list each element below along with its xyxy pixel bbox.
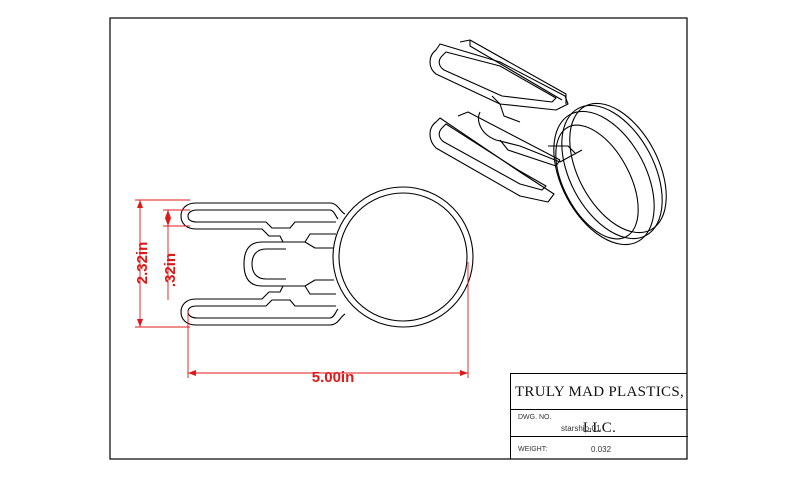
lower-nacelle-outer bbox=[180, 285, 346, 326]
sheet-border bbox=[109, 17, 688, 460]
upper-nacelle-inner bbox=[187, 209, 339, 229]
iso-upper-nacelle bbox=[429, 43, 569, 111]
dwg-no-label: DWG. NO. bbox=[518, 414, 552, 421]
neck-outer bbox=[243, 241, 283, 287]
dimensions bbox=[135, 199, 469, 378]
iso-lower-nacelle bbox=[429, 117, 555, 203]
neck-bridge bbox=[304, 241, 334, 287]
dim-overall-length: 5.00in bbox=[312, 369, 355, 386]
iso-neck bbox=[478, 111, 583, 163]
dim-overall-height: 2.32in bbox=[134, 242, 151, 285]
weight-label: WEIGHT: bbox=[518, 446, 548, 453]
dwg-no-value: starship-01 bbox=[561, 424, 601, 433]
upper-nacelle-outer bbox=[180, 202, 346, 243]
weight-row: WEIGHT: 0.032 bbox=[511, 437, 688, 460]
neck-inner bbox=[251, 248, 286, 280]
iso-saucer-inner bbox=[555, 124, 639, 240]
weight-value: 0.032 bbox=[591, 445, 612, 454]
dim-slot-width: .32in bbox=[162, 253, 179, 287]
lower-nacelle-inner bbox=[187, 299, 339, 319]
company-name: TRULY MAD PLASTICS, LLC. bbox=[511, 374, 688, 436]
saucer-inner bbox=[338, 192, 468, 322]
saucer-outer bbox=[332, 186, 474, 328]
drawing-number-row: DWG. NO. starship-01 bbox=[511, 410, 688, 437]
top-view bbox=[180, 186, 474, 328]
isometric-view bbox=[429, 39, 667, 246]
title-block: TRULY MAD PLASTICS, LLC. DWG. NO. starsh… bbox=[510, 373, 688, 460]
